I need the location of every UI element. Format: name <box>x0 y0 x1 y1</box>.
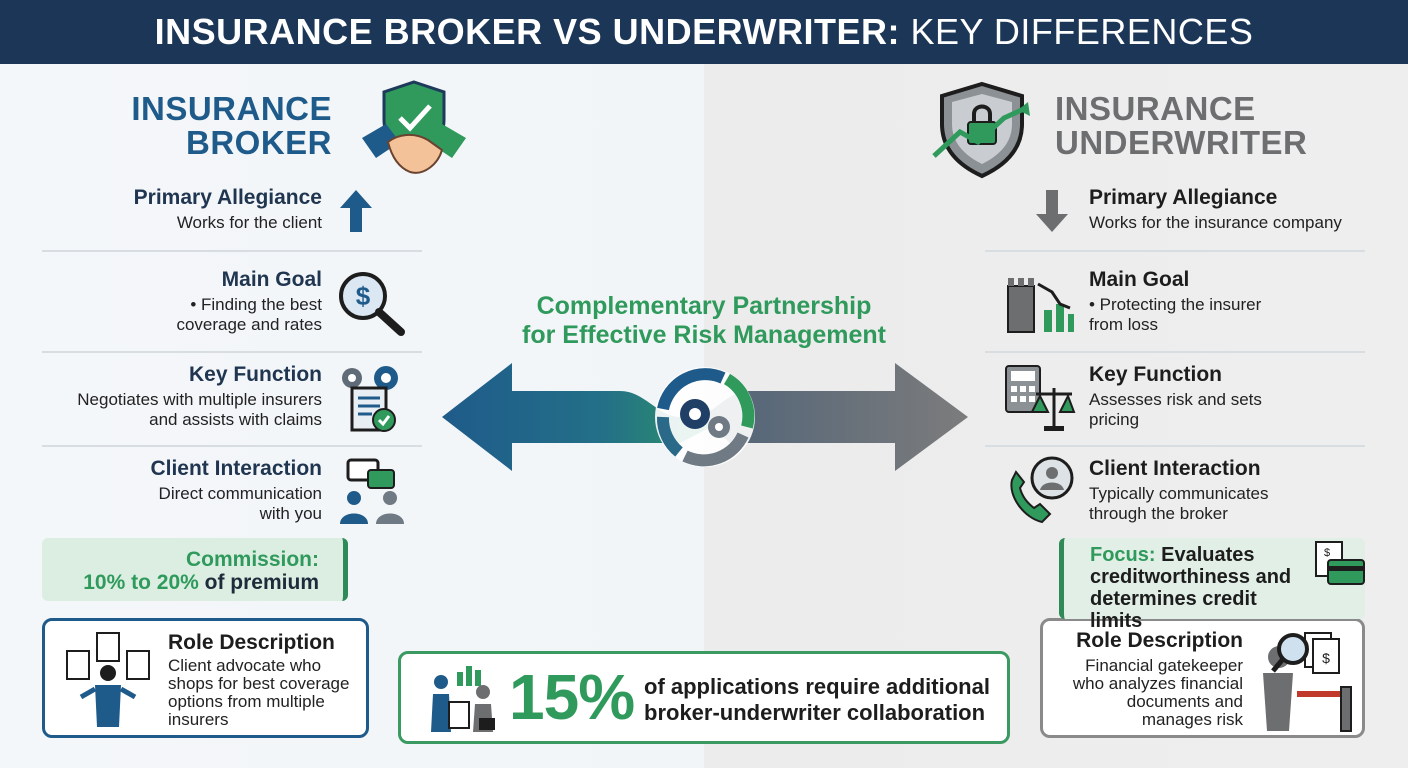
underwriter-interaction-text: Typically communicates through the broke… <box>1089 484 1269 523</box>
commission-range: 10% to 20% <box>83 571 199 594</box>
broker-interaction-text: Direct communication with you <box>158 484 322 523</box>
underwriter-goal-heading: Main Goal <box>1089 268 1190 291</box>
page-header: INSURANCE BROKER VS UNDERWRITER: KEY DIF… <box>0 0 1408 64</box>
broker-row-allegiance: Primary Allegiance Works for the client <box>40 186 322 233</box>
underwriter-role-content: Role Description Financial gatekeeper wh… <box>1049 629 1243 729</box>
underwriter-allegiance-text: Works for the insurance company <box>1089 213 1342 232</box>
underwriter-role-text: Financial gatekeeper who analyzes financ… <box>1072 656 1243 729</box>
divider <box>42 250 422 252</box>
broker-function-text: Negotiates with multiple insurers and as… <box>77 390 322 429</box>
underwriter-title-line2: UNDERWRITER <box>1055 124 1308 161</box>
divider <box>985 351 1365 353</box>
broker-row-interaction: Client Interaction Direct communication … <box>40 457 322 524</box>
documents-person-icon <box>66 632 150 727</box>
arrow-down-icon <box>1036 190 1068 232</box>
center-title: Complementary Partnership for Effective … <box>480 292 928 350</box>
dollar-magnifier-icon: $ <box>339 272 405 336</box>
underwriter-goal-text: • Protecting the insurer from loss <box>1089 295 1262 334</box>
underwriter-row-allegiance: Primary Allegiance Works for the insuran… <box>1089 186 1389 233</box>
gears-cycle-icon <box>655 367 755 467</box>
commission-suffix: of premium <box>204 571 319 594</box>
broker-allegiance-text: Works for the client <box>176 213 322 232</box>
commission-value: 10% to 20% of premium <box>42 571 319 594</box>
credit-card-document-icon: $ <box>1315 541 1365 585</box>
divider <box>985 250 1365 252</box>
handshake-shield-icon <box>362 80 466 174</box>
calculator-scale-icon <box>1005 365 1076 431</box>
svg-text:$: $ <box>1324 547 1330 559</box>
center-title-line2: for Effective Risk Management <box>522 321 886 349</box>
focus-label: Focus: <box>1090 544 1156 566</box>
underwriter-title: INSURANCE UNDERWRITER <box>1055 92 1395 160</box>
chat-people-icon <box>340 458 404 524</box>
underwriter-function-text: Assesses risk and sets pricing <box>1089 390 1262 429</box>
center-title-line1: Complementary Partnership <box>536 292 872 320</box>
page-title-bold: INSURANCE BROKER VS UNDERWRITER: <box>154 11 900 52</box>
page-title: INSURANCE BROKER VS UNDERWRITER: KEY DIF… <box>155 11 1254 53</box>
svg-text:$: $ <box>356 281 371 311</box>
broker-row-goal: Main Goal • Finding the best coverage an… <box>40 268 322 335</box>
underwriter-role-title: Role Description <box>1076 629 1243 652</box>
arrow-left-icon <box>442 363 730 471</box>
broker-role-text: Client advocate who shops for best cover… <box>168 656 350 729</box>
gears-document-icon <box>342 366 398 432</box>
broker-goal-heading: Main Goal <box>221 268 322 291</box>
focus-value: Evaluates creditworthiness and determine… <box>1090 544 1292 632</box>
divider <box>42 445 422 447</box>
documents-magnifier-person-icon: $ <box>1263 632 1352 732</box>
broker-role-content: Role Description Client advocate who sho… <box>168 631 363 729</box>
focus-text: Focus: Evaluates creditworthiness and de… <box>1090 544 1310 632</box>
broker-goal-text: • Finding the best coverage and rates <box>176 295 322 334</box>
broker-title-line1: INSURANCE <box>131 90 332 127</box>
underwriter-interaction-heading: Client Interaction <box>1089 457 1261 480</box>
commission-box: Commission: 10% to 20% of premium <box>42 538 348 601</box>
partnership-arrows <box>442 363 968 471</box>
stat-text: of applications require additional broke… <box>644 674 990 725</box>
focus-box: Focus: Evaluates creditworthiness and de… <box>1059 538 1365 632</box>
page-title-light: KEY DIFFERENCES <box>910 11 1254 52</box>
underwriter-role-card: Role Description Financial gatekeeper wh… <box>1040 618 1365 738</box>
svg-text:$: $ <box>1322 650 1330 666</box>
underwriter-function-heading: Key Function <box>1089 363 1223 386</box>
stat-value: 15% <box>509 661 635 733</box>
tower-chart-icon <box>1007 278 1074 333</box>
underwriter-row-interaction: Client Interaction Typically communicate… <box>1089 457 1389 524</box>
underwriter-allegiance-heading: Primary Allegiance <box>1089 186 1278 209</box>
broker-row-function: Key Function Negotiates with multiple in… <box>40 363 322 430</box>
phone-person-icon <box>1010 456 1074 524</box>
broker-allegiance-heading: Primary Allegiance <box>133 186 322 209</box>
arrow-up-icon <box>340 190 372 232</box>
underwriter-row-goal: Main Goal • Protecting the insurer from … <box>1089 268 1389 335</box>
broker-title-line2: BROKER <box>185 124 332 161</box>
broker-role-card: Role Description Client advocate who sho… <box>42 618 369 738</box>
broker-role-title: Role Description <box>168 631 335 654</box>
handshake-chart-icon <box>431 666 495 732</box>
stat-box: 15% of applications require additional b… <box>398 651 1010 744</box>
arrow-right-icon <box>700 363 968 471</box>
underwriter-row-function: Key Function Assesses risk and sets pric… <box>1089 363 1389 430</box>
divider <box>42 351 422 353</box>
underwriter-title-line1: INSURANCE <box>1055 90 1256 127</box>
lock-shield-chart-icon <box>932 81 1030 179</box>
broker-interaction-heading: Client Interaction <box>150 457 322 480</box>
broker-title: INSURANCE BROKER <box>40 92 332 160</box>
commission-label: Commission: <box>185 548 319 571</box>
broker-function-heading: Key Function <box>188 363 322 386</box>
divider <box>985 445 1365 447</box>
